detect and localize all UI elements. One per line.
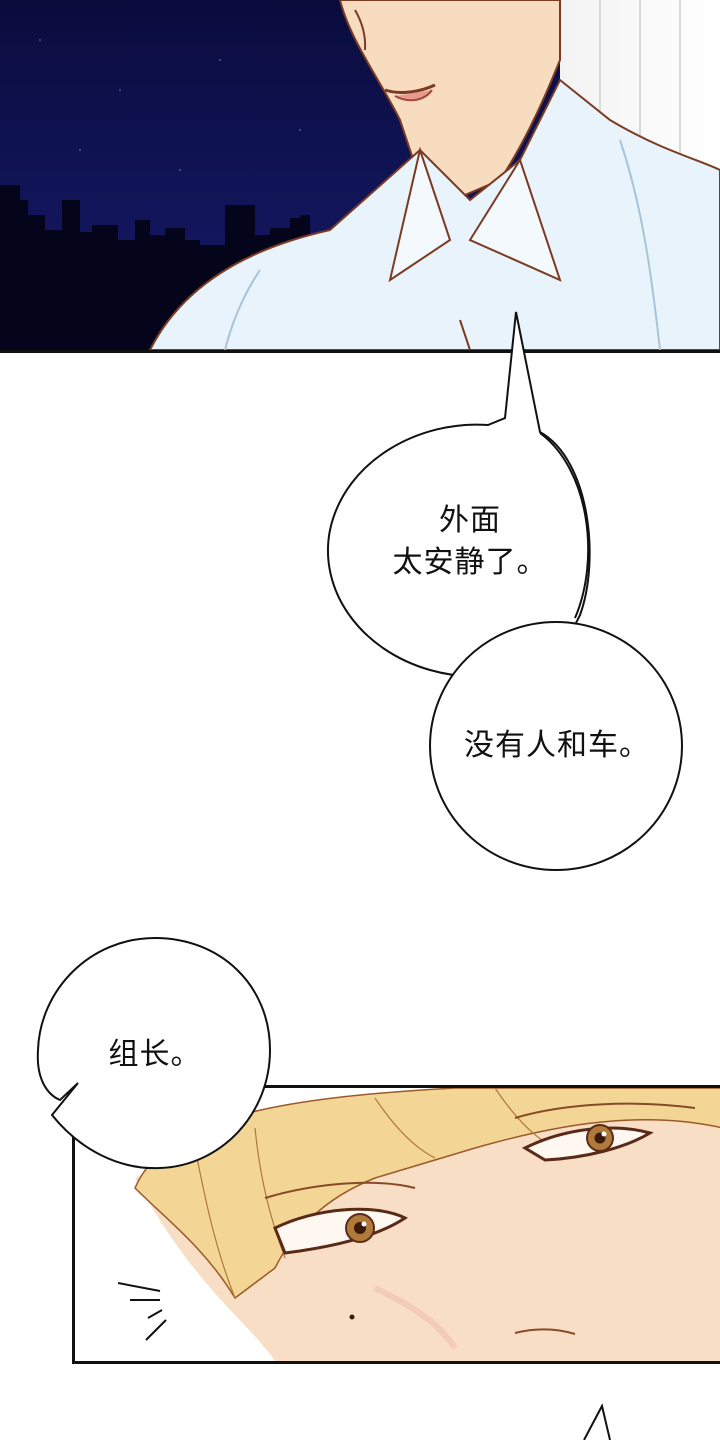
partial-bubble-tail [583,1403,611,1440]
eyes-closeup-art [75,1088,720,1361]
bubble-2-line-1: 没有人和车。 [464,728,650,763]
panel-night-scene [0,0,720,353]
bubble-1-line-1: 外面 [439,503,501,538]
bubble-3-text: 组长。 [90,1034,220,1076]
bubble-2-text: 没有人和车。 [452,725,662,767]
bubble-3-line-1: 组长。 [108,1037,202,1072]
bubble-1-text: 外面 太安静了。 [370,500,570,584]
speech-bubble-1 [327,311,591,678]
bubble-1-line-2: 太安静了。 [392,545,548,580]
panel-eyes-closeup [72,1085,720,1364]
stars [39,39,301,171]
night-scene-art [0,0,720,350]
